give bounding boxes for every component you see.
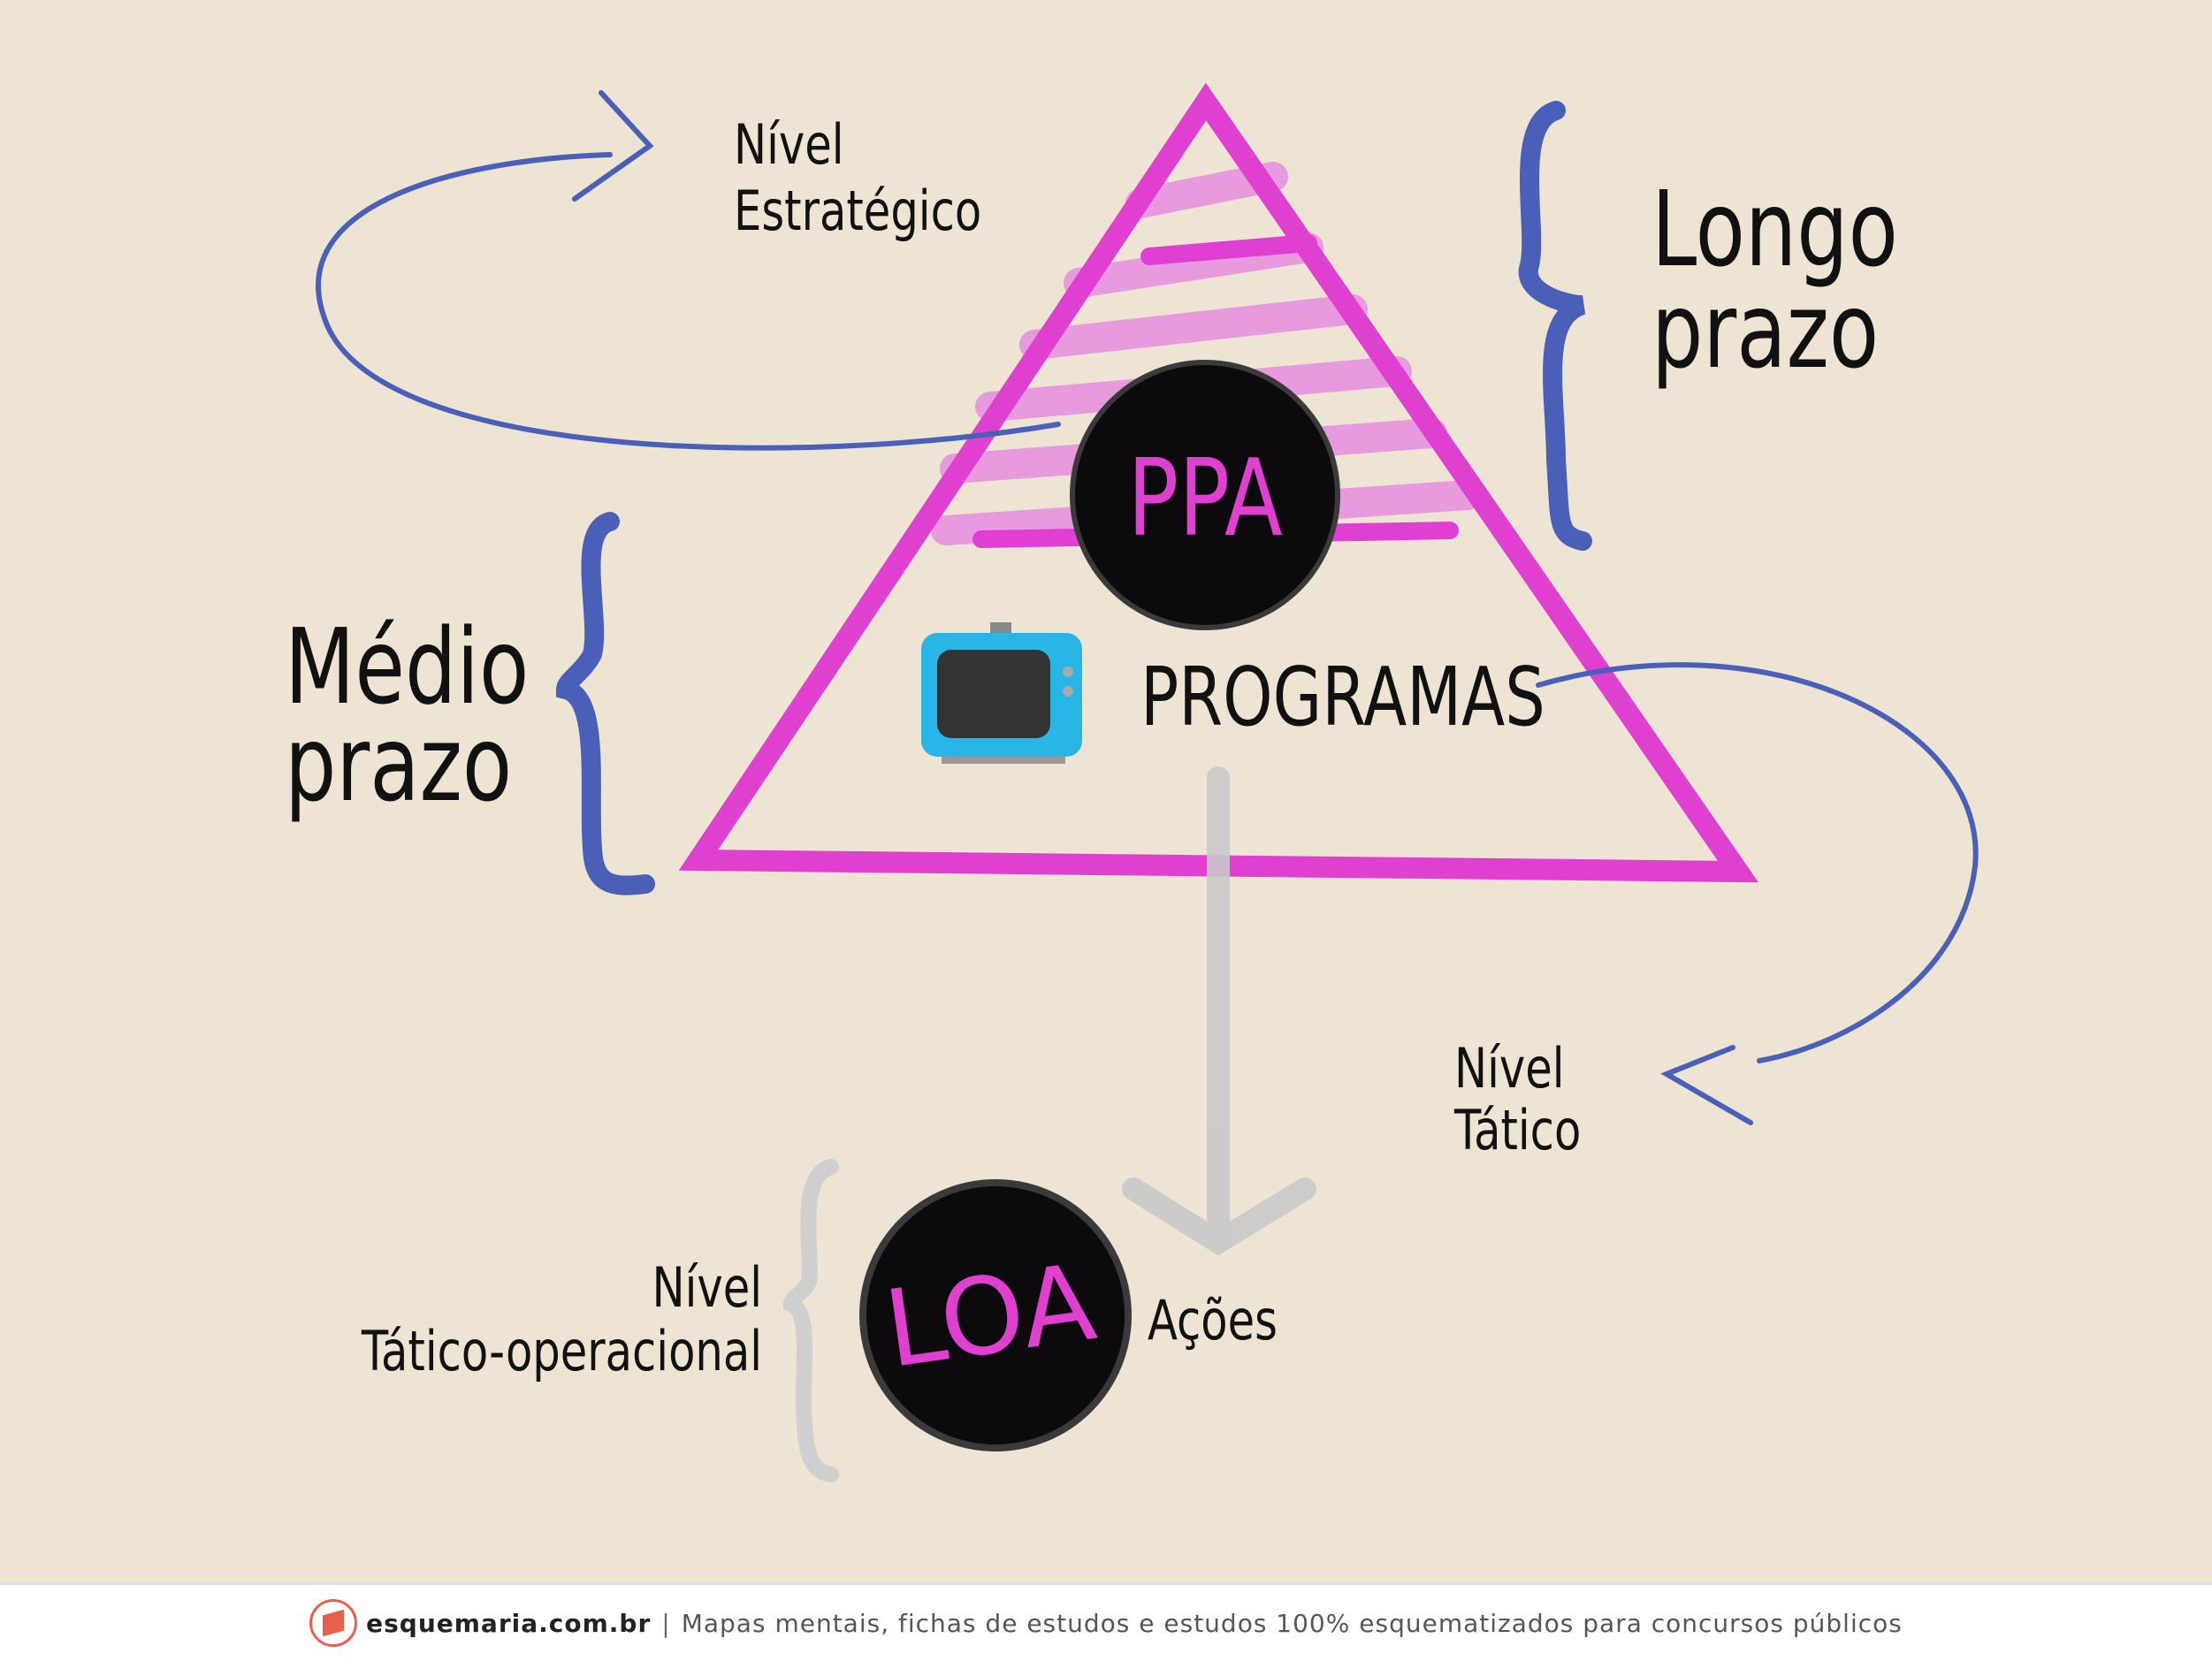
long-term-brace — [1518, 101, 1592, 551]
loa-label: LOA — [878, 1241, 1102, 1392]
strategic-arrow — [316, 90, 1061, 451]
footer-site-link[interactable]: esquemaria.com.br — [366, 1608, 652, 1638]
svg-text:prazo: prazo — [285, 704, 512, 825]
television-icon — [921, 622, 1082, 764]
loa-brace — [782, 1159, 839, 1482]
svg-text:Longo: Longo — [1651, 169, 1898, 290]
svg-text:Nível: Nível — [1454, 1038, 1564, 1101]
tactical-arrow — [1536, 662, 1979, 1125]
svg-text:Médio: Médio — [285, 606, 529, 728]
tactical-level-label: Nível Tático — [1453, 1038, 1581, 1163]
loa-circle — [859, 1179, 1132, 1451]
actions-label: Ações — [1148, 1290, 1278, 1353]
svg-text:Estratégico: Estratégico — [734, 180, 981, 244]
svg-text:Tático: Tático — [1453, 1100, 1581, 1163]
ppa-label: PPA — [1127, 436, 1282, 560]
svg-text:prazo: prazo — [1651, 270, 1879, 392]
footer-separator: | — [661, 1608, 671, 1638]
medium-term-brace — [555, 512, 655, 895]
svg-text:Nível: Nível — [652, 1257, 762, 1321]
strategic-level-label: Nível Estratégico — [734, 114, 981, 244]
esquemaria-logo-icon — [309, 1599, 358, 1647]
ppa-circle — [1070, 360, 1340, 630]
svg-text:Tático-operacional: Tático-operacional — [361, 1321, 762, 1384]
diagram-canvas: PPA PROGRAMAS LOA Nível Estratégico Long… — [285, 82, 1979, 1482]
down-arrow — [1122, 766, 1316, 1256]
footer: esquemaria.com.br | Mapas mentais, ficha… — [0, 1582, 2212, 1661]
programs-label: PROGRAMAS — [1140, 650, 1545, 744]
long-term-label: Longo prazo — [1651, 169, 1898, 392]
footer-tagline: Mapas mentais, fichas de estudos e estud… — [681, 1608, 1903, 1638]
medium-term-label: Médio prazo — [285, 606, 529, 825]
tactical-operational-label: Nível Tático-operacional — [361, 1257, 762, 1384]
svg-text:Nível: Nível — [734, 114, 843, 178]
